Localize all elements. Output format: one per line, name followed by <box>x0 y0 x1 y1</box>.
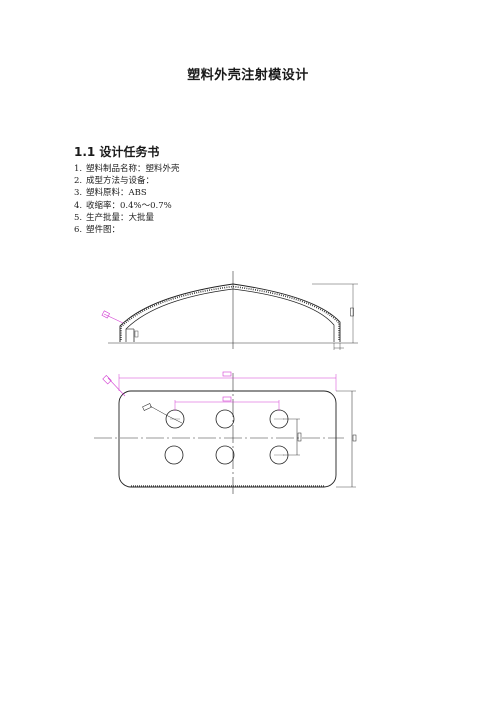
top-view-outline <box>118 390 337 488</box>
list-item: 4.收缩率：0.4%～0.7% <box>74 200 172 211</box>
top-view <box>94 371 357 494</box>
section-heading: 1.1 设计任务书 <box>74 145 160 159</box>
side-view-radius-label <box>101 310 110 319</box>
list-item: 2.成型方法与设备： <box>74 176 155 187</box>
top-view-corner-label <box>102 375 112 385</box>
list-item: 5.生产批量：大批量 <box>74 212 155 223</box>
side-view-wall-hatch <box>120 285 340 340</box>
top-view-hole-leader <box>149 405 169 417</box>
task-list: 1.塑料制品名称：塑料外壳 2.成型方法与设备： 3.塑料原料：ABS 4.收缩… <box>74 163 180 236</box>
side-view-inner-dome <box>125 288 335 342</box>
list-item: 6.塑件图： <box>74 225 121 236</box>
top-view-hole <box>215 445 235 465</box>
side-view-height-text <box>350 307 354 317</box>
document-title: 塑料外壳注射模设计 <box>187 68 309 83</box>
top-view-pitch-label <box>222 396 232 402</box>
list-item: 1.塑料制品名称：塑料外壳 <box>74 164 180 174</box>
list-item: 3.塑料原料：ABS <box>74 188 147 199</box>
top-view-hole <box>215 409 235 429</box>
side-view-radius-leader <box>103 313 124 324</box>
top-view-vpitch-label <box>297 432 302 442</box>
side-view-outer-dome <box>119 283 341 342</box>
top-view-hole-label <box>142 403 152 411</box>
side-view <box>101 271 358 350</box>
top-view-width-label <box>222 371 232 377</box>
top-view-hole <box>164 445 184 465</box>
top-view-height-label <box>352 434 357 442</box>
